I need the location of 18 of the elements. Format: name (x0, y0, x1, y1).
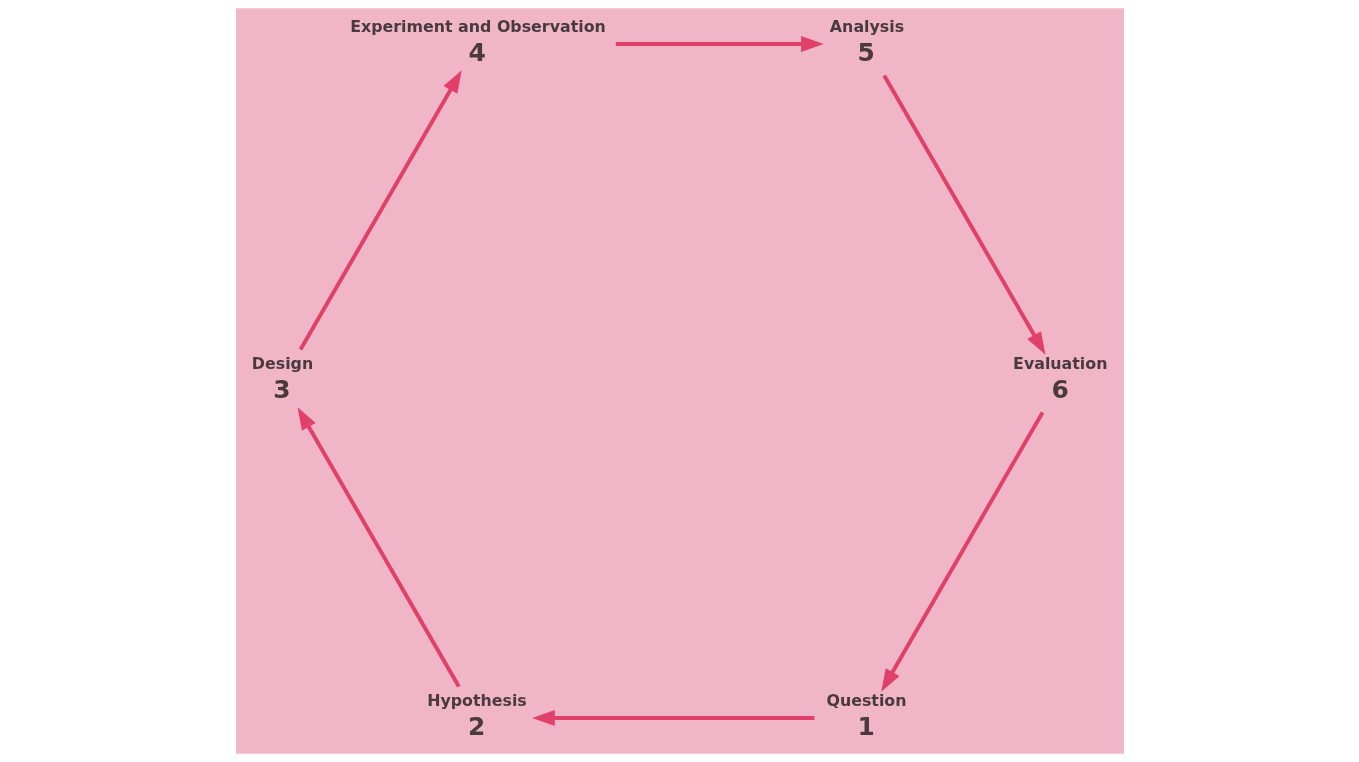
node-label: Experiment and Observation (349, 16, 606, 36)
arrow (531, 710, 814, 726)
arrow (882, 74, 1045, 355)
node-label: Hypothesis (426, 690, 527, 710)
arrow (880, 411, 1044, 692)
arrow (615, 36, 824, 52)
node-label: Analysis (829, 16, 904, 36)
node-text: 3 (272, 374, 291, 404)
node-text: 2 (467, 711, 485, 741)
node-text: 5 (857, 37, 875, 67)
node-text: 1 (857, 711, 875, 741)
arrow (297, 407, 461, 688)
node-text: 4 (467, 37, 486, 67)
node-text: 6 (1051, 374, 1069, 404)
node-label: Question (825, 690, 906, 710)
arrow (298, 70, 462, 351)
node-label: Design (251, 353, 313, 373)
node-label: Evaluation (1012, 353, 1107, 373)
